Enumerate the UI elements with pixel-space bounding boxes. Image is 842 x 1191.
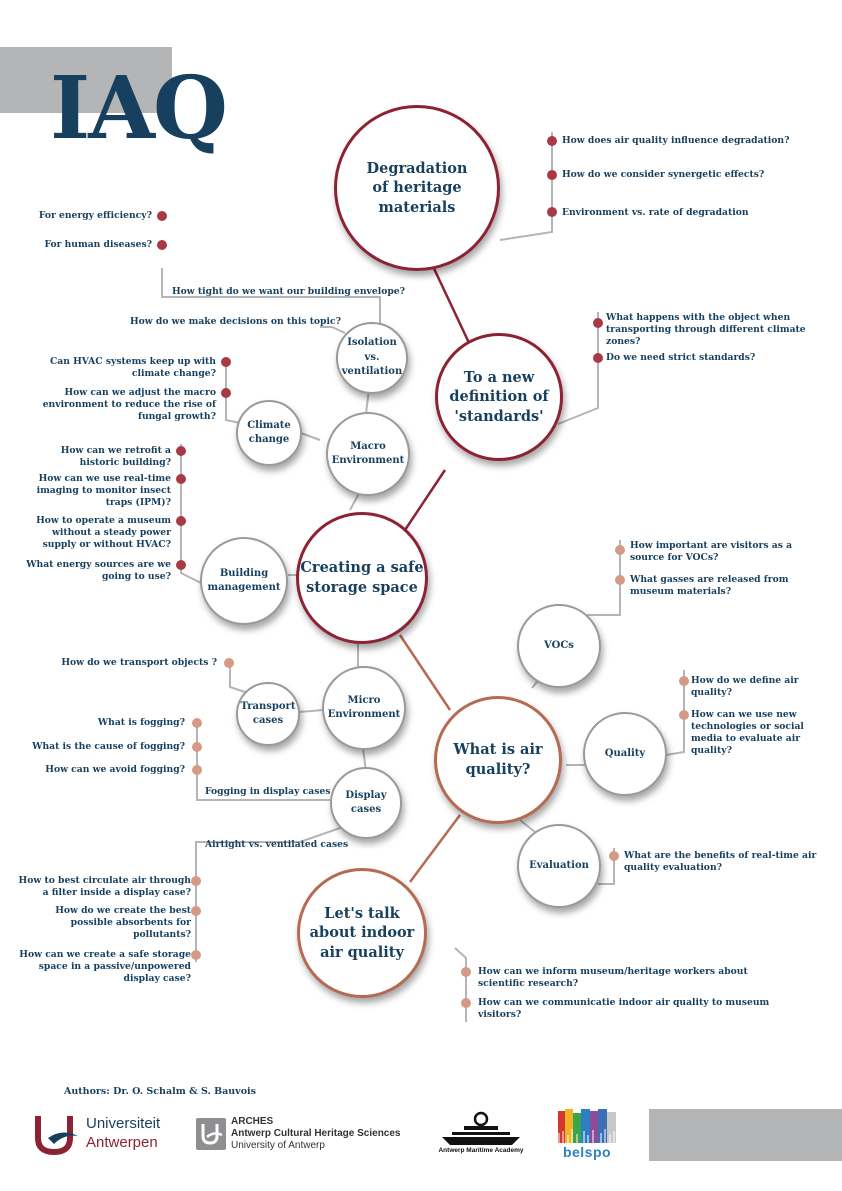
node-macro: Macro Environment <box>326 412 410 496</box>
belspo-logo: belspo <box>556 1109 618 1161</box>
bullet-dot <box>221 357 231 367</box>
hub-storage: Creating a safe storage space <box>296 512 428 644</box>
question-talk-2: How can we communicatie indoor air quali… <box>478 997 770 1020</box>
question-energy: For energy efficiency? <box>38 210 152 221</box>
bullet-dot <box>192 765 202 775</box>
node-micro: Micro Environment <box>322 666 406 750</box>
question-bm-2: How can we use real-time imaging to moni… <box>36 473 171 508</box>
question-std-2: Do we need strict standards? <box>606 352 756 363</box>
bullet-dot <box>615 575 625 585</box>
hub-air-quality: What is air quality? <box>434 696 562 824</box>
bullet-dot <box>192 718 202 728</box>
node-climate: Climate change <box>236 400 302 466</box>
node-isolation: Isolation vs. ventilation <box>336 322 408 394</box>
bullet-dot <box>157 240 167 250</box>
node-display: Display cases <box>330 767 402 839</box>
question-deg-1: How does air quality influence degradati… <box>562 135 790 146</box>
bullet-dot <box>176 446 186 456</box>
arches-logo: ARCHES Antwerp Cultural Heritage Science… <box>196 1116 412 1156</box>
ua-logo-line1: Universiteit <box>86 1115 161 1132</box>
bullet-dot <box>157 211 167 221</box>
footer-grey-block <box>649 1109 842 1161</box>
question-deg-3: Environment vs. rate of degradation <box>562 207 749 218</box>
question-transport: How do we transport objects ? <box>61 657 217 668</box>
page-title: IAQ <box>50 58 228 159</box>
arches-mark-icon <box>196 1118 226 1150</box>
question-deg-2: How do we consider synergetic effects? <box>562 169 765 180</box>
node-building: Building management <box>200 537 288 625</box>
ship-icon <box>442 1111 520 1145</box>
node-vocs: VOCs <box>517 604 601 688</box>
question-voc-1: How important are visitors as a source f… <box>630 540 793 563</box>
question-disp-3: How can we create a safe storage space i… <box>19 949 191 984</box>
question-fog-3: How can we avoid fogging? <box>45 764 185 775</box>
question-disp-2: How do we create the best possible absor… <box>55 905 191 940</box>
authors-credit: Authors: Dr. O. Schalm & S. Bauvois <box>64 1086 256 1097</box>
arches-line3: University of Antwerp <box>231 1140 325 1151</box>
hub-standards: To a new definition of 'standards' <box>435 333 563 461</box>
node-transport: Transport cases <box>236 682 300 746</box>
belspo-bars-icon <box>558 1109 616 1143</box>
arches-line2: Antwerp Cultural Heritage Sciences <box>231 1128 401 1139</box>
question-bm-3: How to operate a museum without a steady… <box>36 515 171 550</box>
question-hvac: Can HVAC systems keep up with climate ch… <box>49 356 216 379</box>
bullet-dot <box>191 876 201 886</box>
bullet-dot <box>221 388 231 398</box>
bullet-dot <box>547 170 557 180</box>
question-bm-1: How can we retrofit a historic building? <box>60 445 171 468</box>
ua-logo-line2: Antwerpen <box>86 1134 158 1151</box>
header-grey-block <box>0 47 172 113</box>
question-envelope: How tight do we want our building envelo… <box>172 286 406 297</box>
bullet-dot <box>192 742 202 752</box>
question-voc-2: What gasses are released from museum mat… <box>630 574 789 597</box>
arches-line1: ARCHES <box>231 1116 274 1127</box>
bullet-dot <box>461 967 471 977</box>
question-std-1: What happens with the object when transp… <box>606 312 806 347</box>
question-quality-1: How do we define air quality? <box>691 675 799 698</box>
bullet-dot <box>679 710 689 720</box>
question-human: For human diseases? <box>44 239 152 250</box>
node-evaluation: Evaluation <box>517 824 601 908</box>
label-airtight: Airtight vs. ventilated cases <box>205 839 349 850</box>
question-fog-2: What is the cause of fogging? <box>32 741 185 752</box>
question-fog-1: What is fogging? <box>97 717 185 728</box>
question-quality-2: How can we use new technologies or socia… <box>691 709 804 756</box>
question-talk-1: How can we inform museum/heritage worker… <box>478 966 748 989</box>
question-bm-4: What energy sources are we going to use? <box>26 559 171 582</box>
maritime-academy-logo: Antwerp Maritime Academy <box>438 1111 524 1157</box>
bullet-dot <box>176 516 186 526</box>
bullet-dot <box>679 676 689 686</box>
question-disp-1: How to best circulate air through a filt… <box>18 875 191 898</box>
question-eval-1: What are the benefits of real-time air q… <box>624 850 817 873</box>
bullet-dot <box>547 136 557 146</box>
node-quality: Quality <box>583 712 667 796</box>
hub-talk: Let's talk about indoor air quality <box>297 868 427 998</box>
ua-logo: Universiteit Antwerpen <box>34 1114 174 1158</box>
maritime-label: Antwerp Maritime Academy <box>438 1147 524 1154</box>
hub-degradation: Degradation of heritage materials <box>334 105 500 271</box>
belspo-label: belspo <box>562 1144 612 1160</box>
bullet-dot <box>593 353 603 363</box>
bullet-dot <box>191 950 201 960</box>
bullet-dot <box>609 851 619 861</box>
bullet-dot <box>615 545 625 555</box>
label-fogging: Fogging in display cases <box>205 786 331 797</box>
bullet-dot <box>224 658 234 668</box>
bullet-dot <box>191 906 201 916</box>
bullet-dot <box>547 207 557 217</box>
bullet-dot <box>593 318 603 328</box>
bullet-dot <box>176 474 186 484</box>
bullet-dot <box>461 998 471 1008</box>
bullet-dot <box>176 560 186 570</box>
question-macro-adjust: How can we adjust the macro environment … <box>42 387 216 422</box>
question-decisions: How do we make decisions on this topic? <box>130 316 341 327</box>
